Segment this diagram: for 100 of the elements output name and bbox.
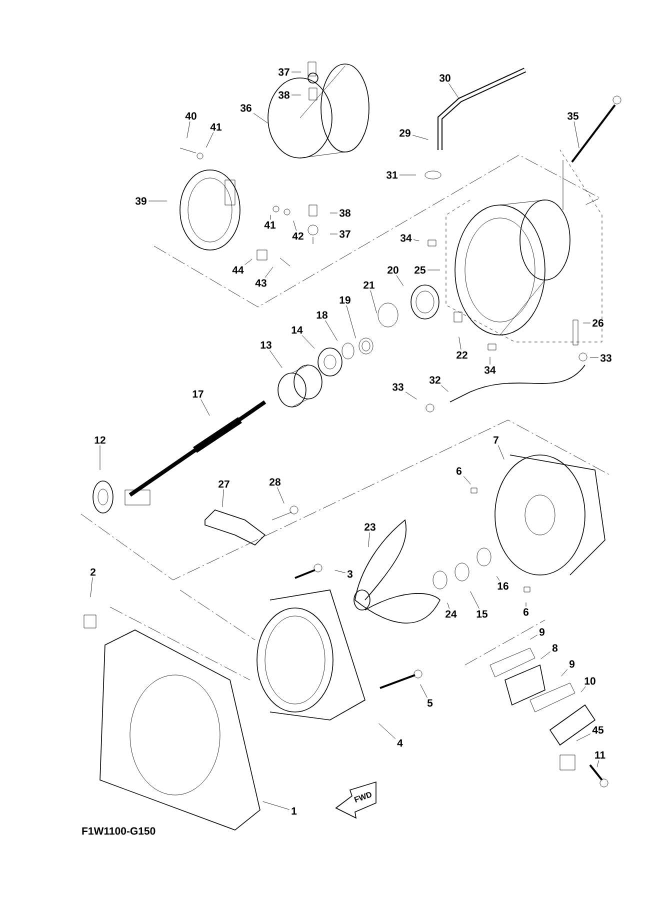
leader-line — [325, 320, 338, 341]
callout-number: 2 — [90, 568, 96, 576]
callout-number: 37 — [339, 230, 350, 238]
callout-number: 18 — [316, 311, 328, 319]
callout-number: 33 — [392, 383, 404, 391]
leader-line — [440, 385, 448, 392]
callout-number: 37 — [278, 68, 290, 76]
leader-line — [334, 570, 346, 574]
leader-line — [590, 357, 599, 358]
leader-line — [264, 266, 274, 278]
callout-number: 38 — [339, 209, 350, 217]
callout-number: 6 — [456, 467, 462, 475]
callout-number: 34 — [484, 366, 496, 374]
leader-line — [540, 651, 551, 660]
callout-number: 40 — [185, 112, 196, 120]
callout-number: 41 — [264, 221, 276, 229]
callout-number: 33 — [600, 354, 612, 362]
callout-number: 26 — [592, 319, 604, 327]
leader-line — [498, 445, 504, 460]
leader-line — [346, 305, 356, 338]
leader-line — [458, 336, 462, 350]
callout-number: 20 — [388, 266, 398, 274]
callout-number: 10 — [584, 677, 596, 685]
callout-number: 30 — [439, 74, 450, 82]
leader-line — [396, 275, 404, 286]
callout-number: 17 — [192, 390, 204, 398]
leader-line — [580, 686, 586, 692]
callout-number: 21 — [364, 281, 375, 289]
leader-line — [470, 591, 480, 609]
leader-line — [186, 121, 190, 138]
callout-number: 32 — [429, 376, 440, 384]
leader-line — [270, 350, 282, 368]
leader-line — [399, 174, 416, 176]
leader-line — [576, 734, 591, 741]
leader-line — [420, 684, 428, 698]
leader-line — [574, 121, 580, 148]
callout-number: 23 — [364, 523, 376, 531]
leader-line — [448, 83, 460, 100]
callout-number: 1 — [292, 807, 297, 815]
callout-number: 28 — [270, 478, 280, 486]
callout-number: 42 — [292, 232, 304, 240]
callout-number: 16 — [498, 582, 508, 590]
leader-line — [200, 399, 210, 416]
leader-line — [148, 200, 168, 202]
leader-line — [302, 335, 315, 349]
leader-line — [582, 322, 591, 324]
callout-number: 39 — [135, 197, 146, 205]
leader-line — [253, 113, 268, 124]
leader-line — [596, 760, 599, 768]
leader-line — [262, 801, 290, 810]
leader-line — [370, 290, 377, 314]
callout-number: 43 — [255, 279, 266, 287]
callout-number: 6 — [523, 608, 529, 616]
callout-number: 13 — [260, 341, 272, 349]
leader-line — [378, 723, 396, 739]
callout-number: 9 — [569, 660, 575, 668]
leader-line — [405, 392, 417, 400]
callout-number: 7 — [494, 436, 498, 444]
callout-number: 44 — [232, 266, 244, 274]
callout-number: 25 — [414, 266, 426, 274]
direction-label: FWD — [354, 792, 372, 803]
callout-number: 45 — [592, 726, 604, 734]
leader-line — [270, 214, 271, 220]
leader-line — [447, 602, 450, 609]
callout-number: 31 — [386, 171, 398, 179]
callout-number: 15 — [476, 610, 488, 618]
callout-number: 22 — [456, 351, 468, 359]
leader-line — [244, 258, 252, 265]
leader-line — [291, 94, 302, 96]
leader-line — [277, 487, 284, 504]
leader-line — [413, 239, 420, 242]
callout-number: 19 — [340, 296, 350, 304]
callout-number: 34 — [400, 234, 412, 242]
callout-number: 24 — [446, 610, 457, 618]
callout-number: 9 — [539, 628, 545, 636]
leader-line — [90, 577, 93, 598]
leader-line — [368, 532, 370, 548]
callout-number: 35 — [567, 112, 579, 120]
callout-number: 12 — [94, 436, 106, 444]
callout-number: 3 — [347, 570, 353, 578]
callout-number: 36 — [240, 104, 252, 112]
callout-number: 8 — [552, 644, 558, 652]
leader-line — [496, 576, 500, 581]
leader-line — [561, 669, 568, 676]
callout-number: 41 — [210, 123, 222, 131]
callout-number: 38 — [278, 91, 290, 99]
leader-line — [206, 132, 214, 148]
callout-number: 11 — [595, 751, 606, 759]
leader-line — [293, 220, 297, 231]
callout-number: 4 — [397, 739, 403, 747]
callout-number: 27 — [218, 480, 230, 488]
leader-line — [330, 212, 338, 214]
callout-number: 5 — [427, 699, 433, 707]
leader-line — [412, 134, 428, 140]
leader-line — [463, 476, 471, 484]
leader-line — [222, 489, 224, 508]
callout-number: 29 — [400, 129, 410, 137]
catalog-code: F1W1100-G150 — [82, 827, 156, 835]
callout-number: 14 — [292, 326, 303, 334]
leader-line — [530, 634, 538, 640]
